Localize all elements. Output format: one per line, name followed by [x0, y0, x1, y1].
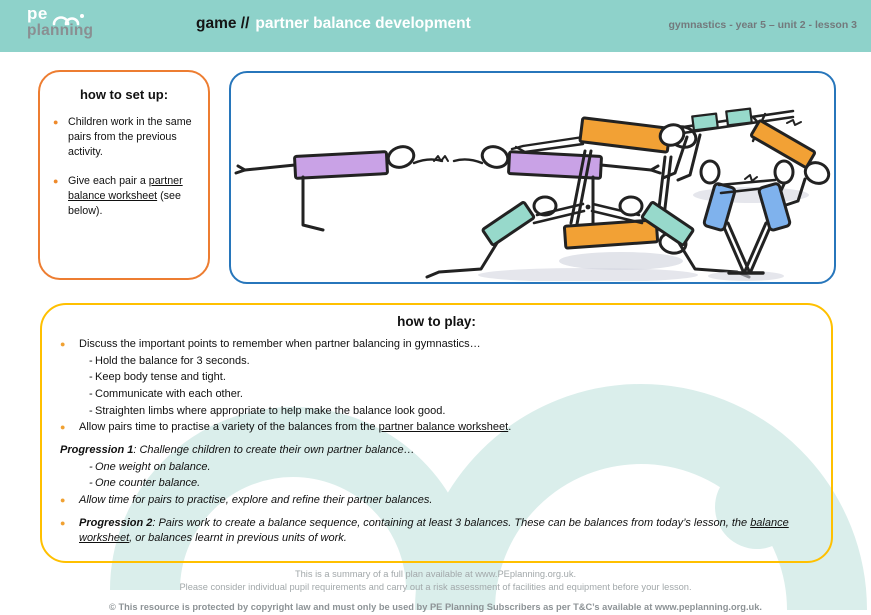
- figure-pair-lying-purple: [234, 145, 662, 232]
- list-item: ● Children work in the same pairs from t…: [50, 115, 197, 160]
- title-prefix: game //: [196, 15, 250, 32]
- setup-title: how to set up:: [79, 87, 169, 102]
- how-to-play-box: how to play: ● Discuss the important poi…: [40, 303, 833, 563]
- list-item: - Keep body tense and tight.: [57, 370, 813, 386]
- bullet-icon: ●: [53, 175, 59, 186]
- list-item: - Straighten limbs where appropriate to …: [57, 404, 813, 420]
- bullet-icon: ●: [60, 339, 66, 349]
- play-title: how to play:: [397, 314, 476, 329]
- setup-bullet-list: ● Children work in the same pairs from t…: [40, 115, 208, 219]
- list-item: - Communicate with each other.: [57, 387, 813, 403]
- how-to-set-up-box: how to set up: ● Children work in the sa…: [38, 70, 210, 280]
- dash-icon: -: [89, 477, 93, 490]
- dash-icon: -: [89, 371, 93, 384]
- footer-copyright-line: © This resource is protected by copyrigh…: [109, 601, 762, 612]
- figure-pair-arch-teal: [425, 195, 751, 282]
- footer-risk-line: Please consider individual pupil require…: [179, 582, 692, 593]
- setup-bullet-text: Give each pair a partner balance workshe…: [68, 174, 183, 217]
- progression-2-item: ● Progression 2: Pairs work to create a …: [57, 516, 813, 547]
- play-content: ● Discuss the important points to rememb…: [42, 337, 831, 547]
- list-item: - One counter balance.: [57, 476, 813, 492]
- squiggle-watermark: [110, 384, 867, 611]
- dash-icon: -: [89, 404, 93, 417]
- list-item: - One weight on balance.: [57, 460, 813, 476]
- pe-planning-logo: pe planning: [27, 5, 93, 39]
- partner-balance-illustration-box: [229, 71, 836, 284]
- lesson-meta: gymnastics - year 5 – unit 2 - lesson 3: [668, 19, 858, 31]
- list-item: ● Give each pair a partner balance works…: [50, 174, 197, 219]
- list-item: - Hold the balance for 3 seconds.: [57, 354, 813, 370]
- logo-text-planning: planning: [27, 22, 94, 39]
- figure-pair-counterbalance-blue: [699, 159, 795, 281]
- bullet-icon: ●: [53, 117, 59, 127]
- partner-balance-illustration: [234, 107, 831, 282]
- page-title: game // partner balance development: [196, 15, 471, 33]
- list-item: ● Allow pairs time to practise a variety…: [57, 420, 813, 436]
- progression-1-heading: Progression 1: Challenge children to cre…: [60, 443, 415, 456]
- bullet-icon: ●: [60, 422, 66, 433]
- title-main: partner balance development: [255, 15, 471, 32]
- logo-squiggle-icon: [52, 14, 84, 26]
- dash-icon: -: [89, 354, 93, 367]
- setup-bullet-text: Children work in the same pairs from the…: [68, 116, 192, 158]
- dash-icon: -: [89, 460, 93, 473]
- bullet-icon: ●: [60, 517, 66, 528]
- dash-icon: -: [89, 387, 93, 400]
- list-item: ● Allow time for pairs to practise, expl…: [57, 493, 813, 509]
- list-item: ● Discuss the important points to rememb…: [57, 337, 813, 353]
- footer-summary-line: This is a summary of a full plan availab…: [294, 569, 577, 579]
- bullet-icon: ●: [60, 494, 66, 505]
- footer: This is a summary of a full plan availab…: [0, 568, 871, 614]
- header-bar: pe planning game // partner balance devel…: [0, 0, 871, 52]
- logo-text-pe: pe: [27, 4, 48, 23]
